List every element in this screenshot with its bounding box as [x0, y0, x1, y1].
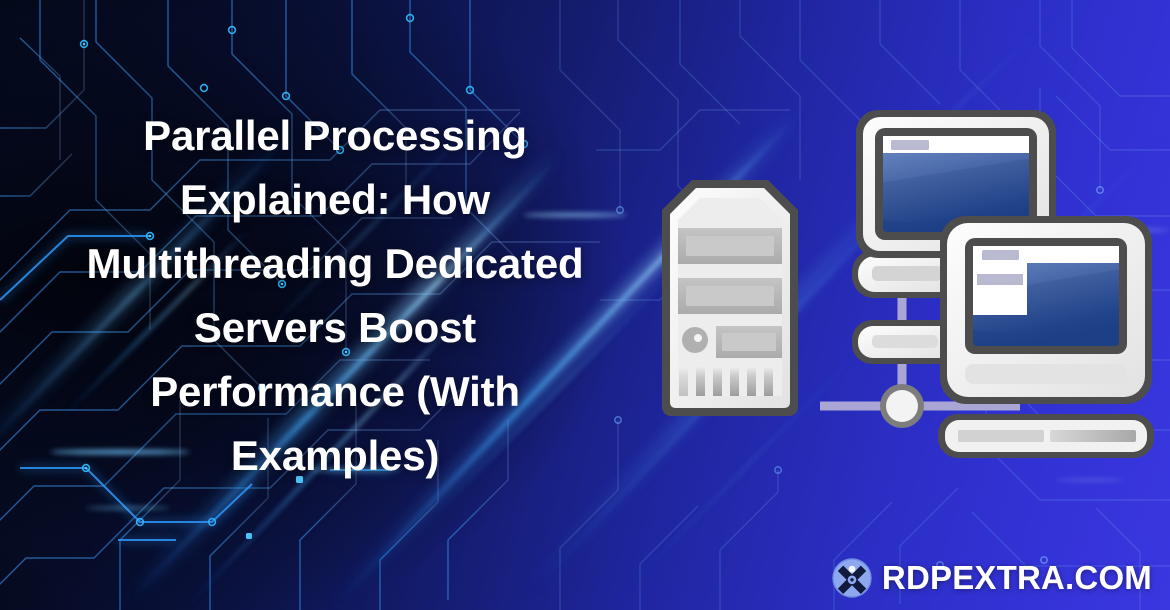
server-vent-slats	[679, 366, 773, 396]
back-monitor-stand	[852, 250, 964, 364]
front-monitor-dropdown	[973, 263, 1027, 315]
server-tower	[662, 180, 798, 416]
title-line-4: Servers Boost	[193, 304, 477, 351]
server-power-disc	[682, 327, 708, 353]
front-monitor	[940, 216, 1152, 404]
title-line-5: Performance (With	[150, 368, 520, 415]
rdpextra-x-badge-icon	[832, 558, 872, 598]
network-node	[880, 384, 924, 428]
server-illustration	[662, 110, 1154, 458]
title-line-3: Multithreading Dedicated	[86, 240, 584, 287]
title-line-6: Examples)	[230, 432, 440, 479]
title-line-2: Explained: How	[180, 176, 490, 223]
title-line-1: Parallel Processing	[143, 112, 527, 159]
logo-text: RDPEXTRA.COM	[881, 559, 1152, 596]
site-logo[interactable]: RDPEXTRA.COM	[832, 558, 1152, 598]
keyboard	[938, 414, 1154, 458]
page-title: Parallel Processing Explained: How Multi…	[55, 104, 615, 488]
back-monitor	[852, 110, 1056, 364]
